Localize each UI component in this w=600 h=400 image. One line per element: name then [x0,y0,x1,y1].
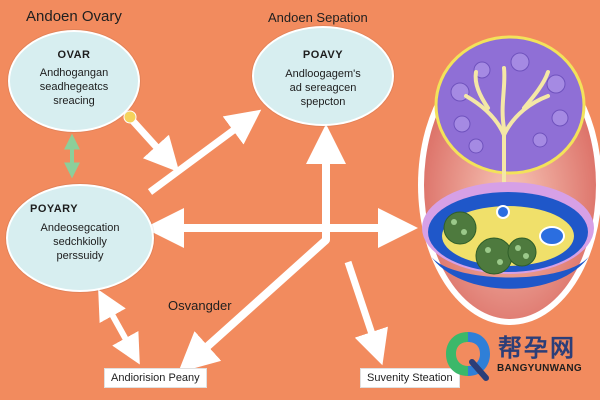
node-poyary-line2: sedchkiolly [53,236,107,248]
node-poavy-head: POAVY [302,49,344,61]
node-poavy-line1: Andloogagem's [285,68,361,80]
node-poavy-line2: ad sereagcen [289,82,357,94]
center-to-box-right-arrow [344,260,388,366]
node-ovar: OVAR Andhogangan seadhegeatcs sreacing [8,30,140,132]
node-poyary-line3: perssuidy [56,250,104,262]
ovary-illustration [418,35,600,325]
node-poyary: POYARY Andeosegcation sedchkiolly perssu… [6,184,154,292]
node-poavy-line3: spepcton [300,96,346,108]
watermark-cn: 帮孕网 [498,335,576,362]
box-andiorision-peany: Andiorision Peany [104,368,207,388]
node-poavy-body: Andloogagem's ad sereagcen spepcton [254,67,392,109]
title-andoen-sepation: Andoen Sepation [268,10,368,25]
box-left-to-poavy-arrow [178,124,346,373]
node-poyary-head: POYARY [30,203,79,215]
label-osvangder: Osvangder [168,298,232,313]
node-ovar-line2: seadhegeatcs [39,81,109,93]
node-ovar-body: Andhogangan seadhegeatcs sreacing [10,66,138,108]
node-ovar-line1: Andhogangan [39,67,109,79]
poyary-to-box-left-arrow [98,289,140,365]
node-poyary-body: Andeosegcation sedchkiolly perssuidy [8,221,152,263]
node-poyary-line1: Andeosegcation [40,222,120,234]
node-poavy: POAVY Andloogagem's ad sereagcen spepcto… [252,26,394,126]
node-ovar-head: OVAR [57,49,91,61]
ovar-to-center-arrow [123,110,180,173]
watermark-logo: 帮孕网 BANGYUNWANG [440,326,600,386]
watermark-en: BANGYUNWANG [497,363,582,374]
node-ovar-line3: sreacing [53,95,95,107]
box-suvenity-steation: Suvenity Steation [360,368,460,388]
logo-mark-icon [446,332,490,381]
title-andoen-ovary: Andoen Ovary [26,8,122,25]
